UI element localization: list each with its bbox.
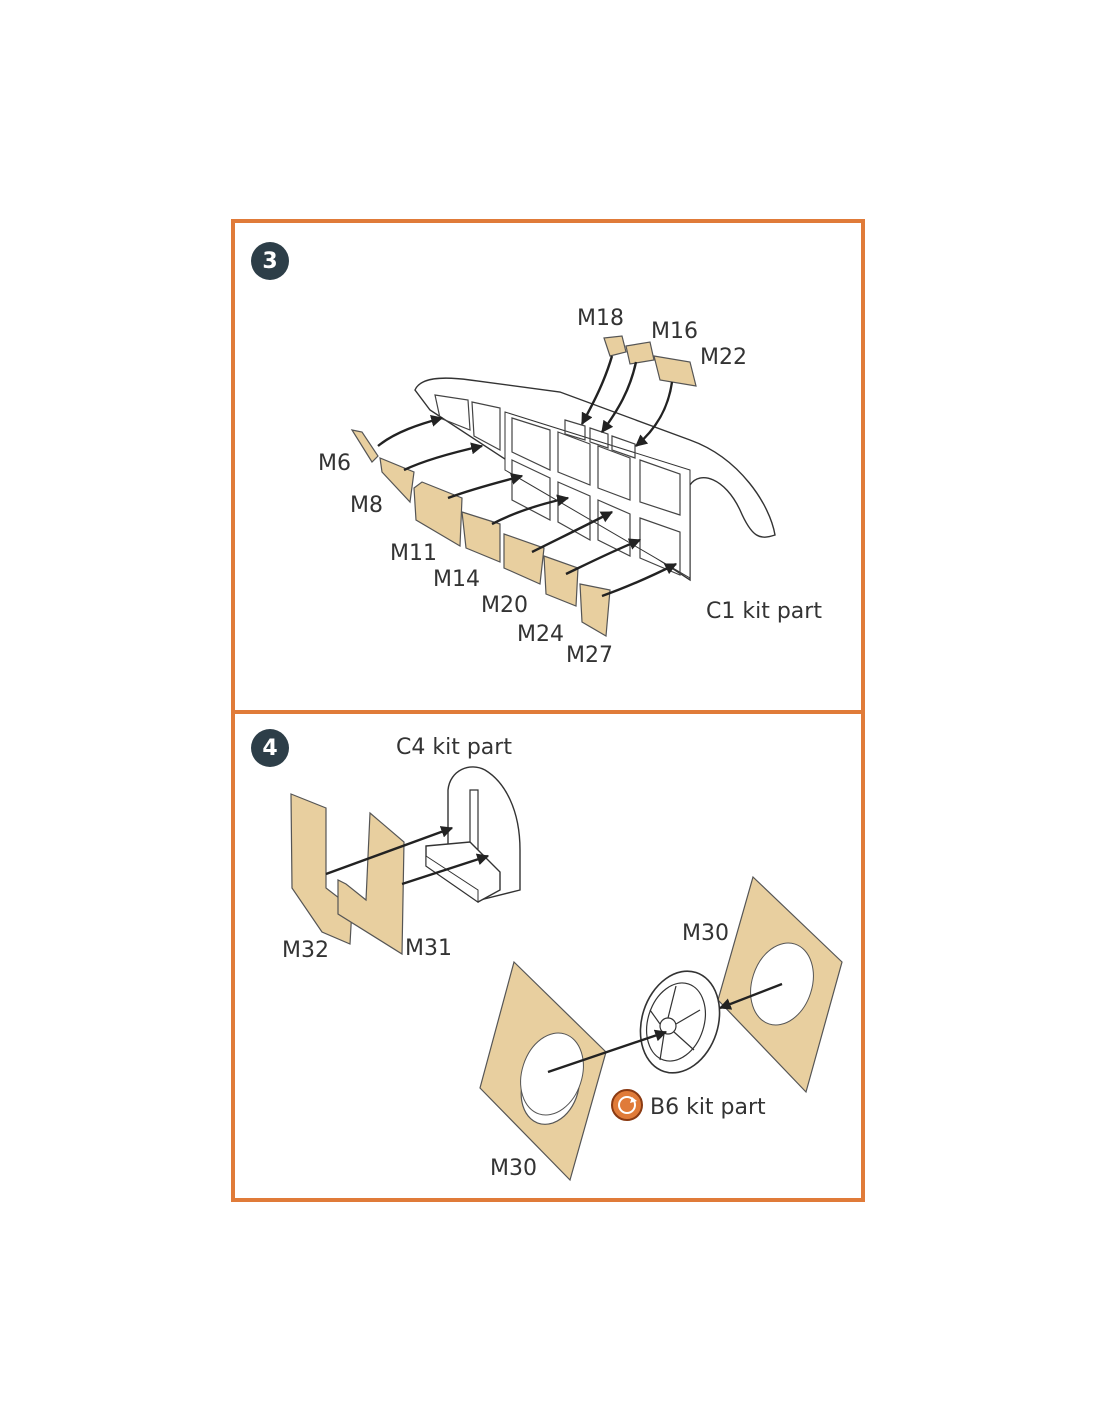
step-4-badge: 4 [251,729,289,767]
label-m16: M16 [651,319,698,344]
arrow-m30-top [718,982,783,1010]
rotate-icon [611,1089,643,1121]
step-3-masks [350,335,697,637]
label-m24: M24 [517,622,564,647]
label-m32: M32 [282,938,329,963]
mask-m16 [625,341,655,365]
label-c4-kit-part: C4 kit part [396,735,512,760]
label-c1-kit-part: C1 kit part [706,599,822,624]
mask-m14 [461,511,501,563]
label-m30-bottom: M30 [490,1156,537,1181]
mask-m18 [603,335,627,357]
label-m6: M6 [318,451,351,476]
label-b6-kit-part: B6 kit part [650,1095,766,1120]
step-3-badge: 3 [251,242,289,280]
step-4-panel [231,710,865,1202]
arrow-m32 [325,826,454,876]
label-m14: M14 [433,567,480,592]
mask-m6 [350,429,379,463]
mask-m27 [579,583,611,637]
mask-m31 [337,811,405,956]
step-3-number: 3 [262,248,278,274]
mask-m32 [290,793,353,945]
mask-m22 [653,355,697,387]
c4-part-drawing [425,766,521,903]
label-m22: M22 [700,345,747,370]
arrow-m30-bottom [547,1029,668,1074]
c1-canopy-drawing [414,377,776,582]
mask-m24 [543,555,579,607]
label-m30-top: M30 [682,921,729,946]
mask-m30-bottom [479,960,607,1182]
label-m11: M11 [390,541,437,566]
mask-m11 [413,481,463,548]
label-m27: M27 [566,643,613,668]
label-m8: M8 [350,493,383,518]
mask-m8 [379,457,415,504]
step-3-arrows [377,355,678,598]
label-m31: M31 [405,936,452,961]
arrow-m31 [401,853,490,886]
mask-m20 [503,533,545,585]
label-m18: M18 [577,306,624,331]
b6-wheel-drawing [639,970,721,1074]
step-4-number: 4 [262,735,278,761]
label-m20: M20 [481,593,528,618]
